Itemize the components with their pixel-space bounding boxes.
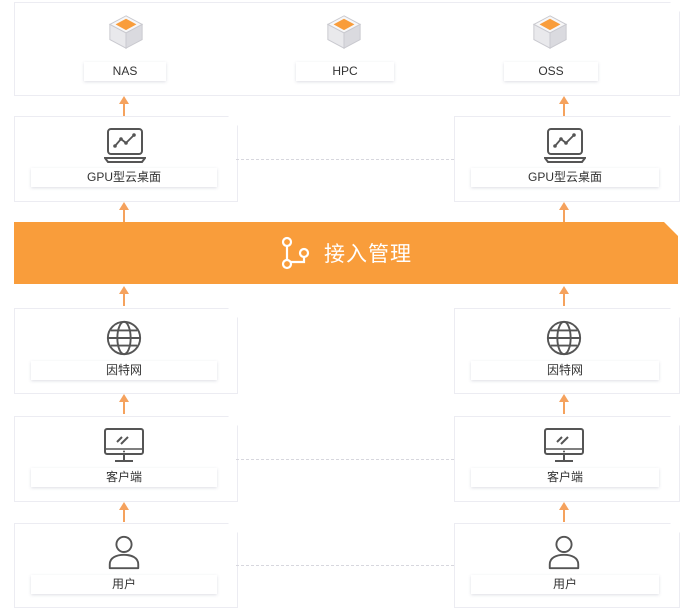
left-client-label: 客户端	[31, 468, 217, 487]
arrow-left-client-to-network	[119, 394, 129, 414]
left-client-card	[14, 416, 238, 502]
arrow-right-user-to-client	[559, 502, 569, 522]
arrow-right-network-to-band	[559, 286, 569, 306]
gpu-desktop-icon	[544, 127, 586, 165]
monitor-icon	[543, 427, 585, 465]
monitor-icon	[103, 427, 145, 465]
access-management-title: 接入管理	[324, 243, 412, 266]
left-desktop-label: GPU型云桌面	[31, 168, 217, 187]
arrow-left-user-to-client	[119, 502, 129, 522]
nas-cube-icon	[107, 13, 145, 51]
arrow-right-client-to-network	[559, 394, 569, 414]
globe-icon	[105, 319, 143, 357]
right-client-card	[454, 416, 680, 502]
globe-icon	[545, 319, 583, 357]
user-row-connector	[236, 565, 454, 566]
storage-label-oss: OSS	[504, 62, 598, 81]
arrow-left-band-to-desktop	[119, 202, 129, 222]
arrow-left-network-to-band	[119, 286, 129, 306]
right-desktop-label: GPU型云桌面	[471, 168, 659, 187]
arrow-left-desktop-to-storage	[119, 96, 129, 116]
arrow-right-desktop-to-storage	[559, 96, 569, 116]
hpc-cube-icon	[325, 13, 363, 51]
right-user-label: 用户	[471, 575, 659, 594]
user-icon	[105, 533, 143, 571]
access-management-band: 接入管理	[14, 222, 678, 284]
right-network-label: 因特网	[471, 361, 659, 380]
desktop-row-connector	[236, 159, 454, 160]
storage-label-nas: NAS	[84, 62, 166, 81]
right-client-label: 客户端	[471, 468, 659, 487]
arrow-right-band-to-desktop	[559, 202, 569, 222]
gpu-desktop-icon	[104, 127, 146, 165]
left-user-label: 用户	[31, 575, 217, 594]
oss-cube-icon	[531, 13, 569, 51]
storage-label-hpc: HPC	[296, 62, 394, 81]
branch-icon	[280, 236, 310, 270]
client-row-connector	[236, 459, 454, 460]
user-icon	[545, 533, 583, 571]
left-network-label: 因特网	[31, 361, 217, 380]
